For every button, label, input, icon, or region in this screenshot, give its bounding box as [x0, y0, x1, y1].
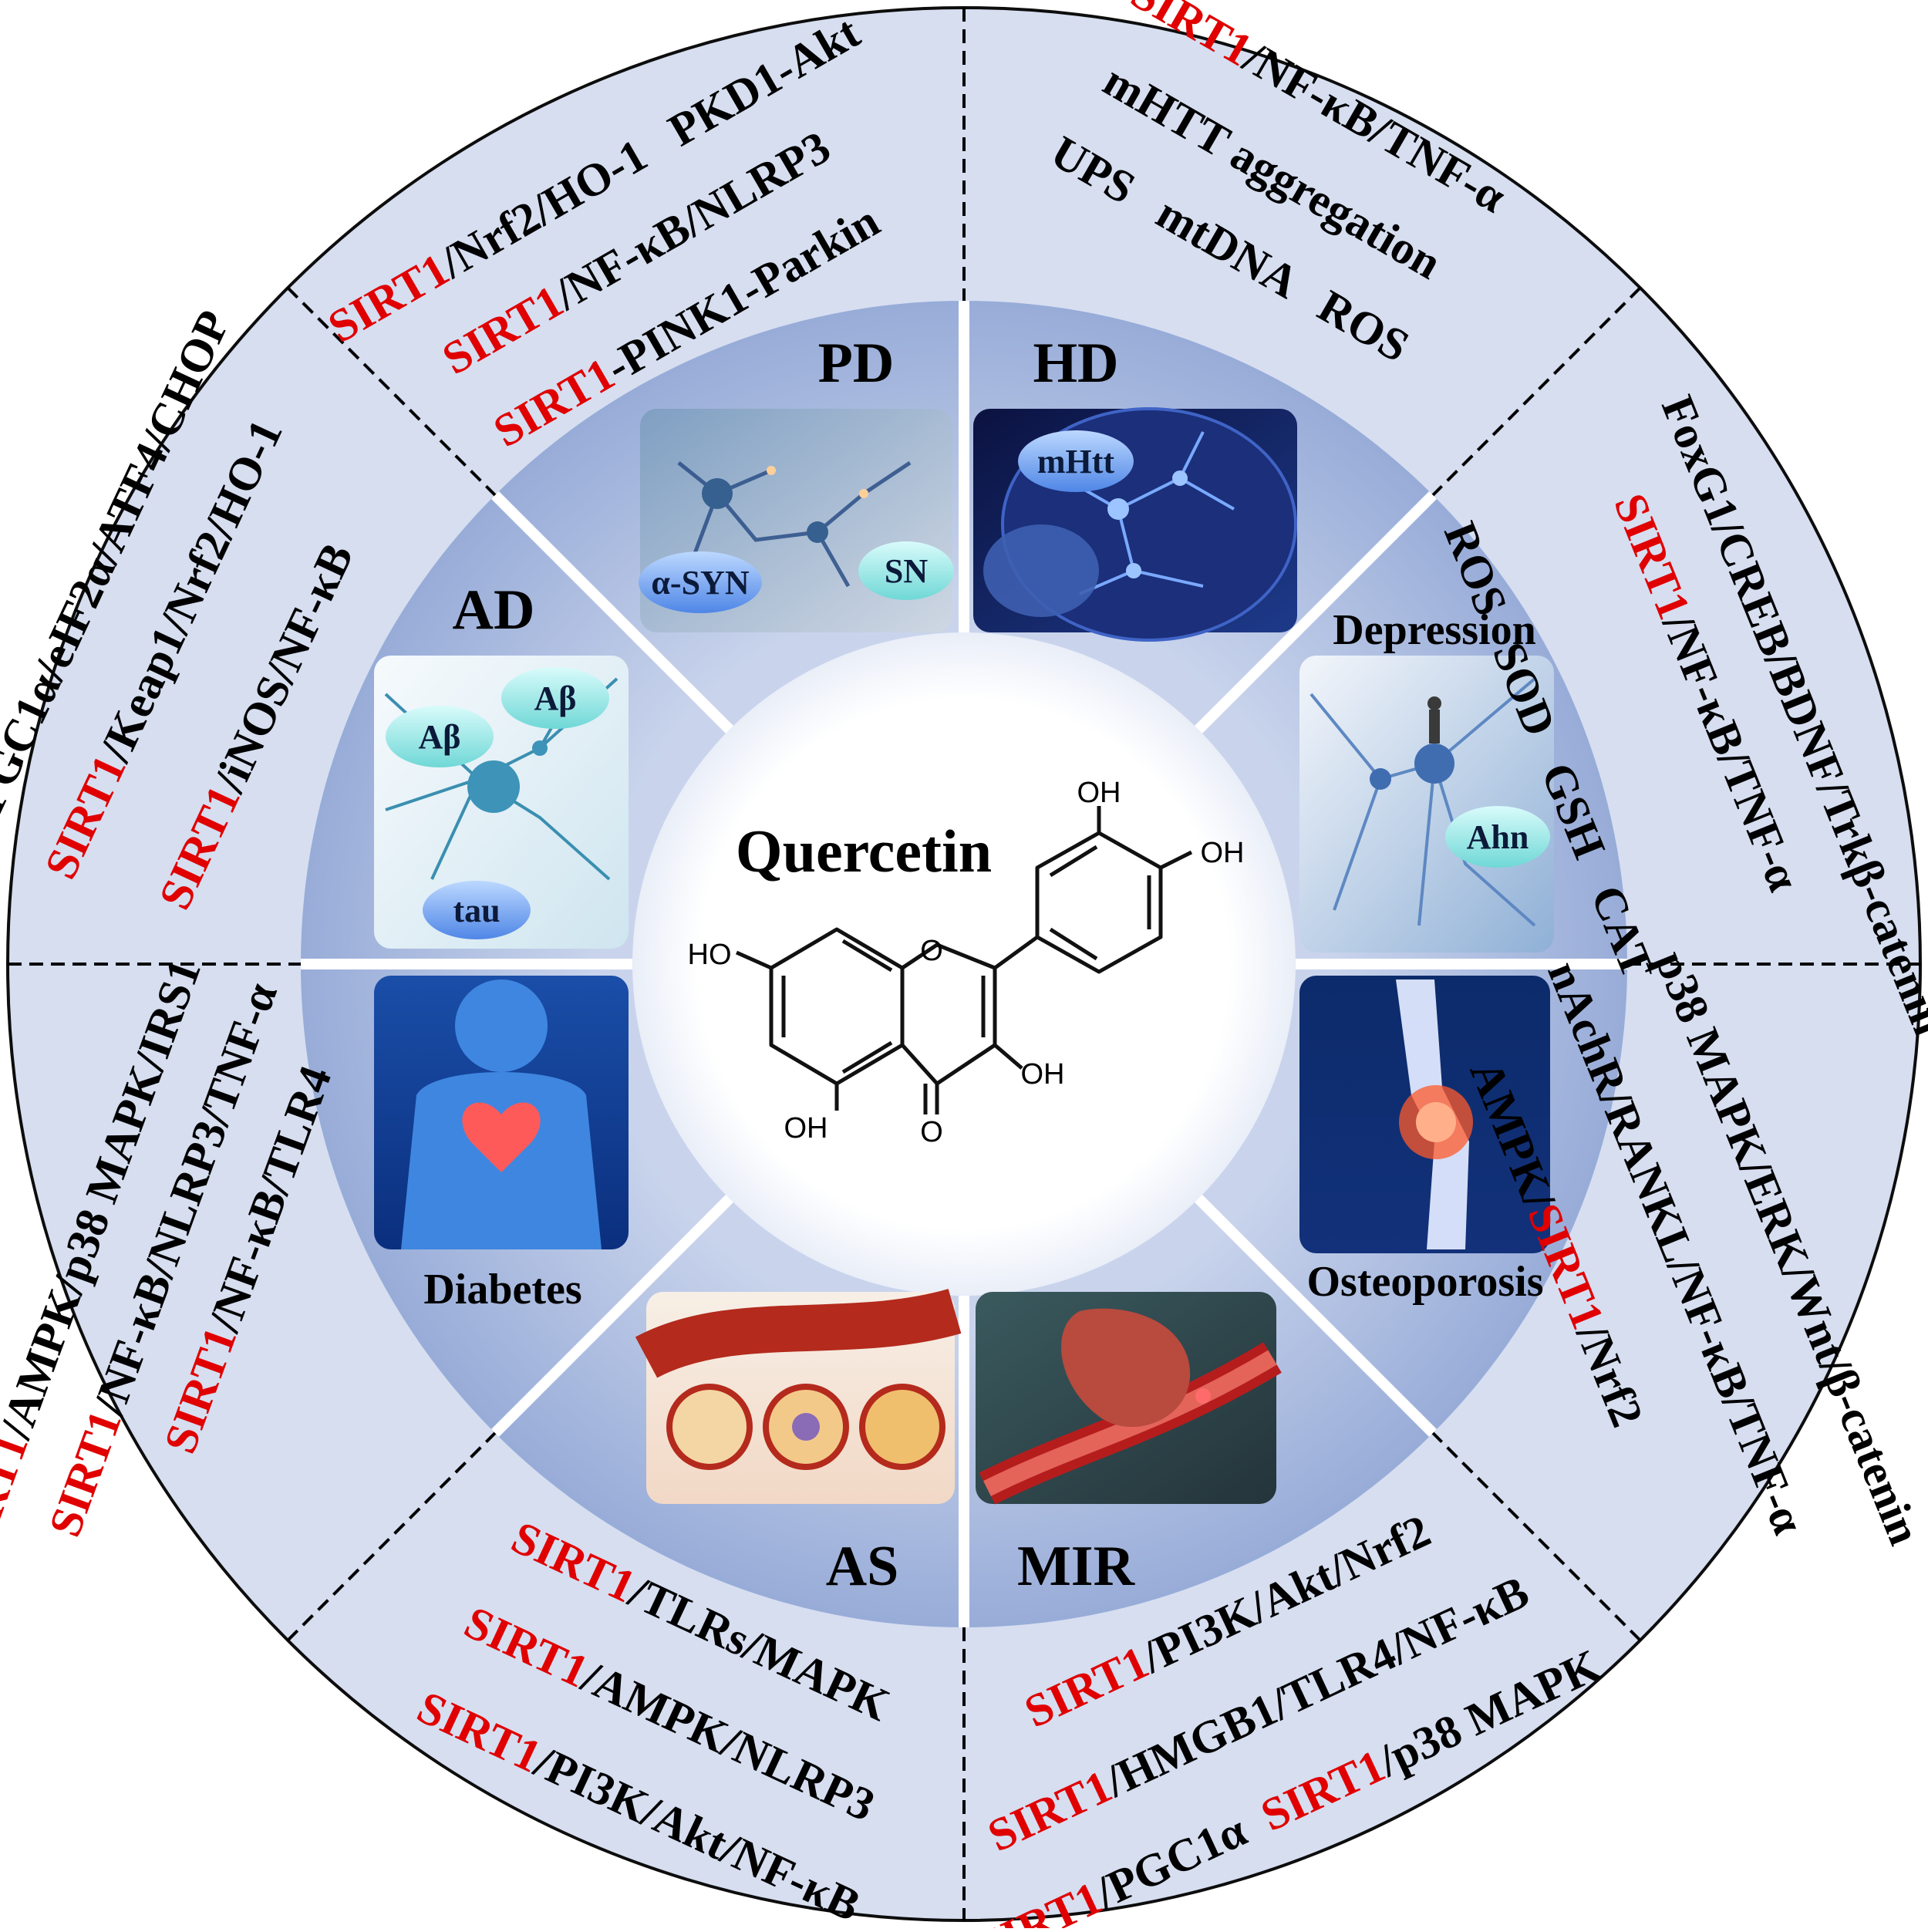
center-disc [632, 632, 1296, 1296]
chem-label-ho-left: HO [688, 939, 732, 971]
sirt1-highlight: SIRT1 [39, 1404, 131, 1543]
chem-label-ring-o: O [920, 935, 943, 967]
badge-alpha-syn: α-SYN [639, 551, 762, 613]
badge-tau-label: tau [453, 892, 500, 929]
badge-ahn-label: Ahn [1467, 818, 1529, 856]
disease-label-mir: MIR [1017, 1535, 1136, 1598]
chem-label-oh-c3: OH [1021, 1058, 1065, 1091]
disease-label-ad: AD [453, 578, 535, 642]
badge-sn: SN [858, 541, 954, 600]
chem-label-oh-bottom: OH [784, 1112, 828, 1145]
chem-label-carbonyl-o: O [920, 1116, 943, 1148]
badge-mhtt: mHtt [1018, 430, 1134, 492]
diabetes-image [374, 976, 629, 1249]
disease-label-as: AS [826, 1535, 899, 1598]
badge-alpha-syn-label: α-SYN [651, 564, 749, 602]
badge-abeta-2: Aβ [501, 667, 609, 729]
mir-image [976, 1292, 1282, 1505]
disease-label-hd: HD [1033, 332, 1119, 395]
badge-mhtt-label: mHtt [1037, 443, 1115, 480]
disease-label-osteoporosis: Osteoporosis [1307, 1258, 1544, 1306]
badge-abeta-1: Aβ [386, 706, 494, 767]
badge-abeta-2-label: Aβ [534, 679, 577, 717]
white-dividers [301, 301, 1627, 1627]
quercetin-structure [735, 806, 1193, 1114]
osteoporosis-image [1299, 976, 1550, 1253]
badge-ahn: Ahn [1445, 806, 1550, 868]
disease-label-pd: PD [818, 332, 895, 395]
sirt1-highlight: SIRT1 [0, 1428, 38, 1566]
as-image [635, 1289, 962, 1504]
chem-label-oh-right: OH [1201, 837, 1245, 869]
hd-image [973, 407, 1297, 642]
center-title: Quercetin [736, 818, 992, 885]
chem-labels: OH OH HO OH OH O O [688, 777, 1245, 1148]
chem-label-oh-top: OH [1077, 777, 1121, 809]
badge-tau: tau [423, 881, 531, 939]
badge-abeta-1-label: Aβ [419, 718, 461, 756]
disease-label-depression: Depression [1333, 606, 1535, 654]
disease-label-diabetes: Diabetes [423, 1266, 581, 1313]
dashed-dividers [8, 8, 1920, 1920]
badge-sn-label: SN [885, 552, 928, 590]
depression-image [1299, 656, 1554, 953]
